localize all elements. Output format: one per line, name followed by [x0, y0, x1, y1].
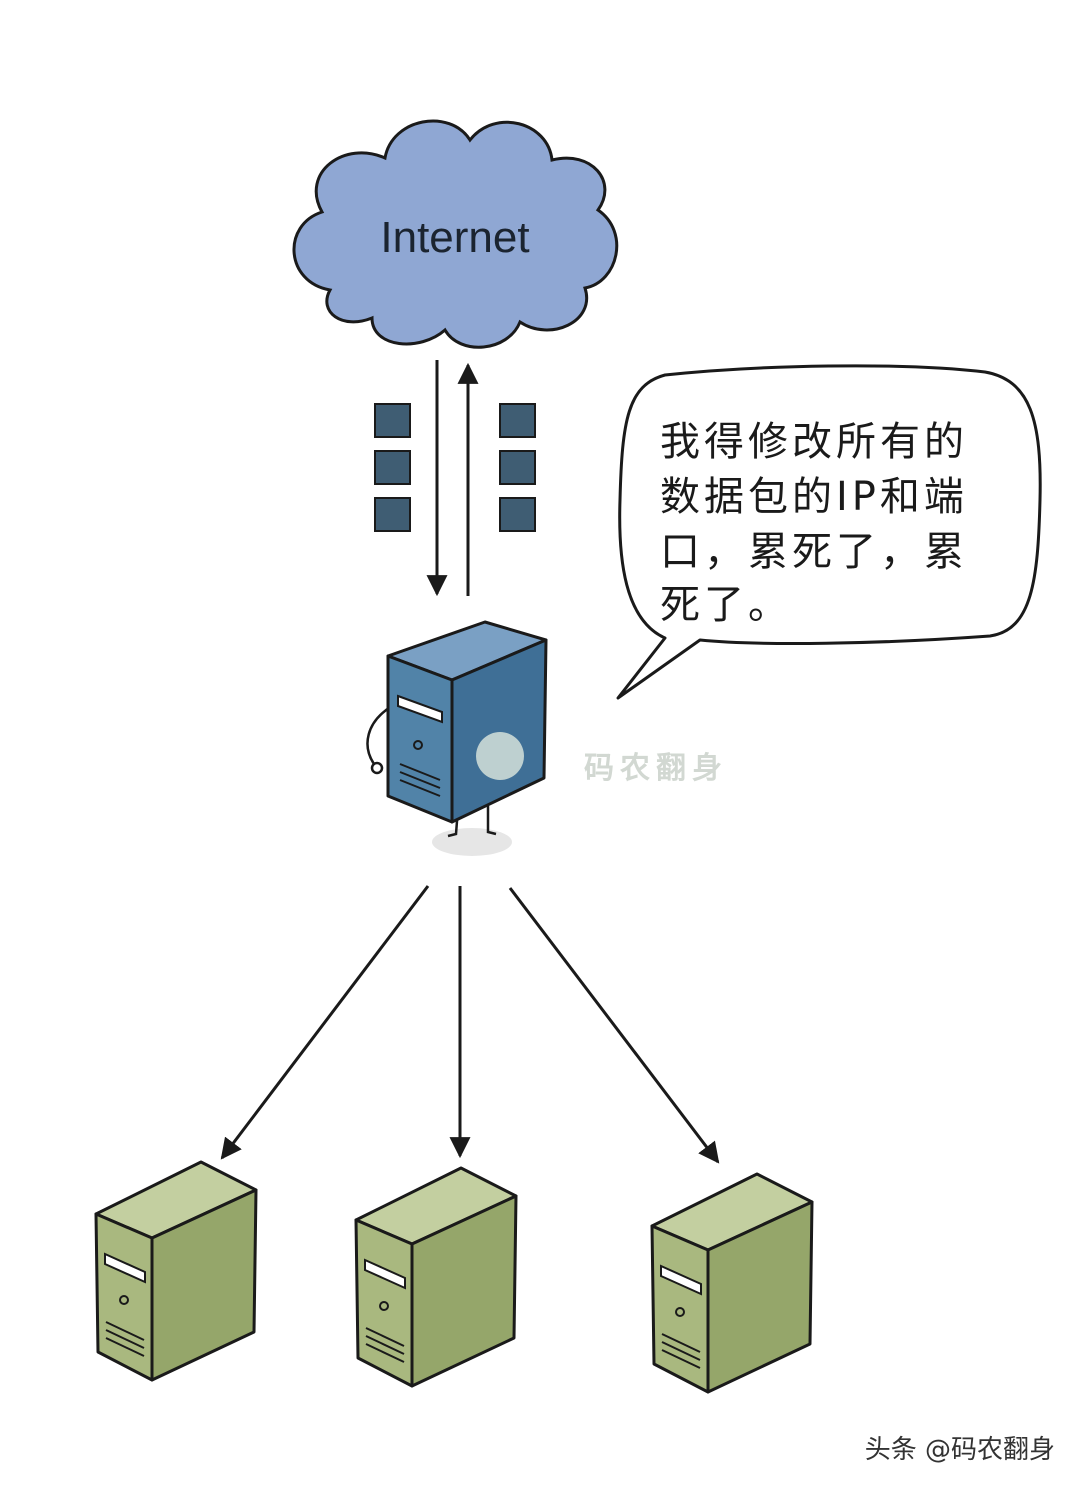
watermark-logo-icon	[476, 732, 524, 780]
server-tower-icon	[354, 1166, 518, 1388]
bubble-line-1: 我得修改所有的	[660, 419, 968, 465]
bubble-line-2: 数据包的IP和端	[660, 474, 968, 520]
server-tower-icon	[650, 1172, 814, 1394]
server-character-icon	[366, 620, 548, 838]
backend-server-1	[94, 1160, 258, 1382]
data-packet-icon	[374, 450, 411, 485]
source-credit: 头条 @码农翻身	[865, 1435, 1055, 1465]
packet-stack-right	[499, 403, 536, 532]
data-packet-icon	[374, 497, 411, 532]
speech-bubble: 我得修改所有的 数据包的IP和端 口，累死了，累 死了。	[616, 364, 1042, 700]
watermark: 码农翻身	[476, 732, 728, 786]
internet-cloud: Internet	[292, 119, 619, 349]
cloud-label: Internet	[380, 213, 529, 262]
gateway-shadow	[432, 828, 512, 856]
arrow-to-server-1	[220, 885, 430, 1160]
watermark-text: 码农翻身	[584, 751, 728, 786]
backend-server-2	[354, 1166, 518, 1388]
gateway-server	[366, 620, 548, 856]
arrow-to-server-3	[508, 887, 720, 1164]
backend-server-3	[650, 1172, 814, 1394]
data-packet-icon	[499, 497, 536, 532]
cloud-icon	[292, 119, 619, 349]
data-packet-icon	[499, 403, 536, 438]
data-packet-icon	[374, 403, 411, 438]
bubble-line-3: 口，累死了，累	[660, 529, 968, 575]
speech-bubble-shape	[616, 364, 1042, 700]
packet-stack-left	[374, 403, 411, 532]
bubble-line-4: 死了。	[660, 582, 792, 628]
data-packet-icon	[499, 450, 536, 485]
server-tower-icon	[94, 1160, 258, 1382]
